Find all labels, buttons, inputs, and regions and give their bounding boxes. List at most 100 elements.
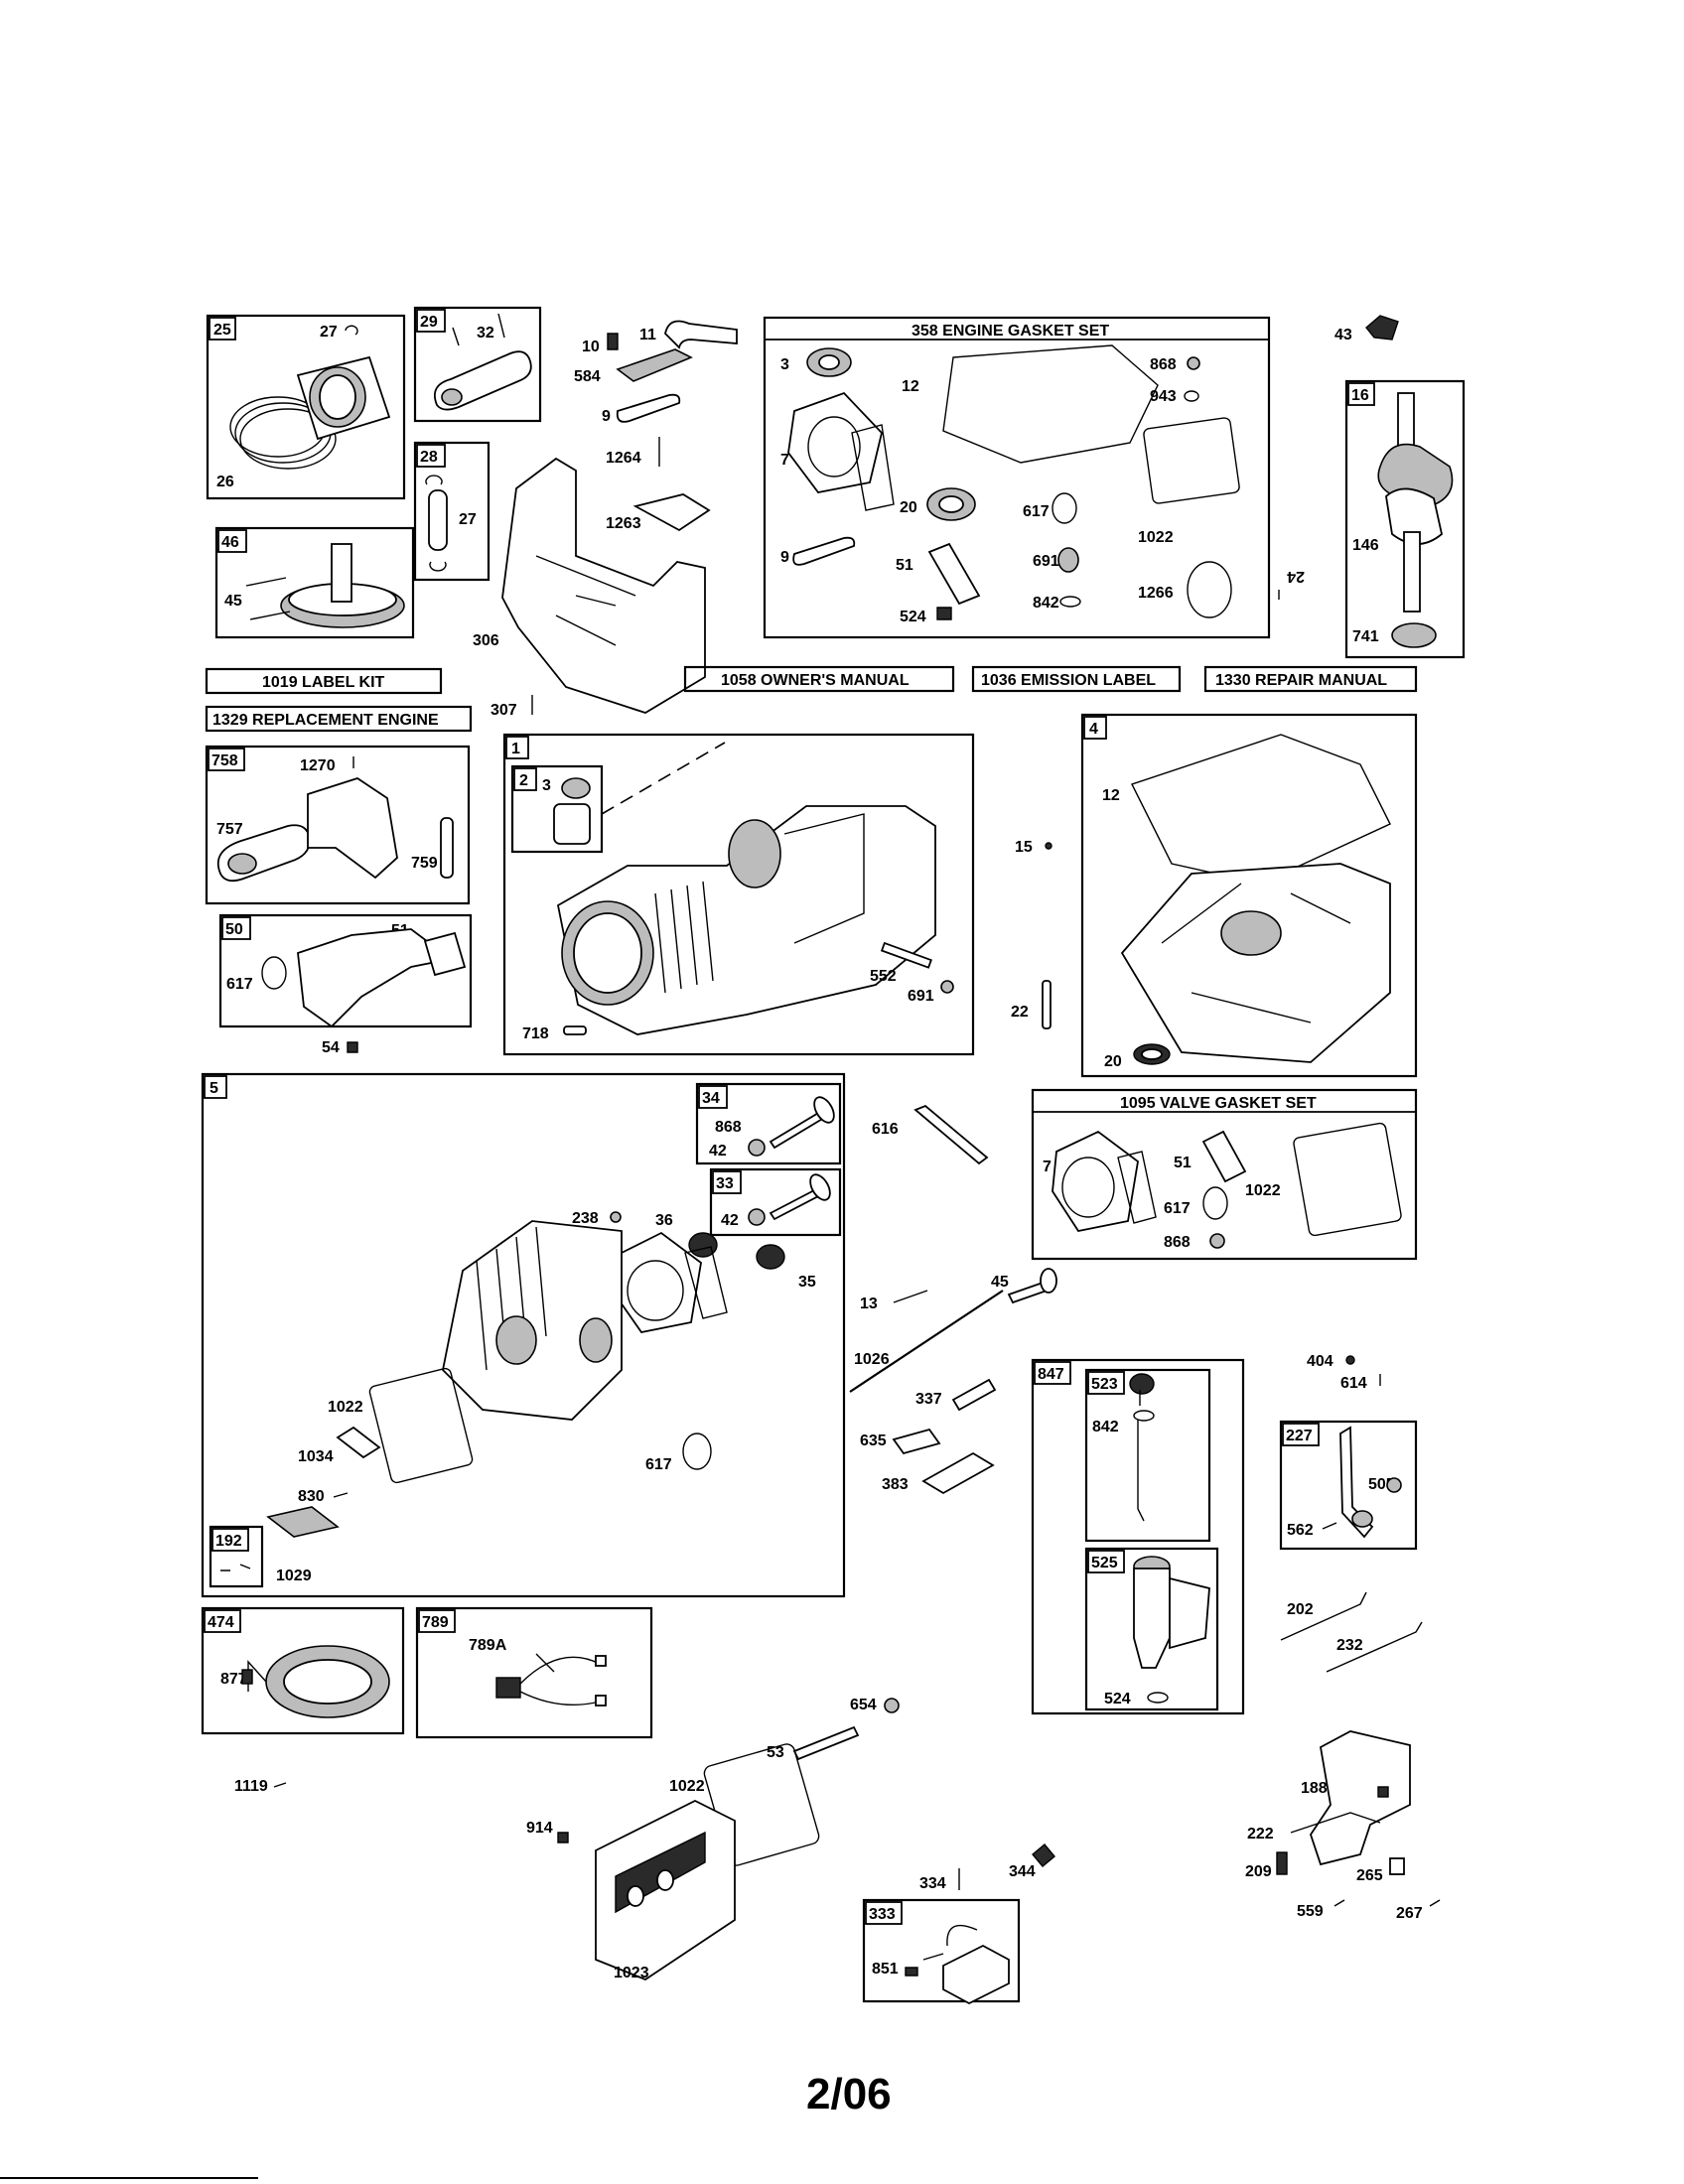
label-617-head: 617 xyxy=(645,1456,672,1473)
exhaust-valve-icon xyxy=(769,1096,835,1150)
label-15: 15 xyxy=(1015,839,1033,856)
label-42: 42 xyxy=(709,1143,727,1160)
box-474 xyxy=(201,1606,405,1735)
governor-link-icon xyxy=(1280,1591,1367,1641)
kit-1058 xyxy=(683,665,955,693)
label-13: 13 xyxy=(860,1296,878,1312)
crankcase-gasket-icon xyxy=(942,344,1159,464)
label-868: 868 xyxy=(1150,356,1177,373)
label-617: 617 xyxy=(1023,503,1050,520)
box-2-bearing xyxy=(510,764,604,854)
label-789A: 789A xyxy=(469,1637,507,1654)
label-552: 552 xyxy=(870,968,897,985)
spring-icon xyxy=(688,1232,785,1270)
label-584: 584 xyxy=(574,368,601,385)
label-9: 9 xyxy=(602,408,611,425)
stud-icon xyxy=(792,1725,860,1761)
label-209: 209 xyxy=(1245,1863,1272,1880)
label-232: 232 xyxy=(1336,1637,1363,1654)
label-27: 27 xyxy=(320,324,338,341)
label-1266: 1266 xyxy=(1138,585,1174,602)
cylinder-head-icon xyxy=(442,1220,623,1421)
box-789 xyxy=(415,1606,653,1739)
kit-1058-label: 1058 OWNER'S MANUAL xyxy=(721,672,910,689)
box-523 xyxy=(1084,1368,1211,1543)
label-757: 757 xyxy=(216,821,243,838)
breather-icon xyxy=(921,1451,995,1495)
armature-icon xyxy=(247,1645,390,1718)
box-34 xyxy=(695,1082,842,1165)
control-bracket-icon xyxy=(1290,1730,1411,1866)
label-830: 830 xyxy=(298,1488,325,1505)
label-51-set: 51 xyxy=(1174,1155,1192,1171)
label-524-fill: 524 xyxy=(1104,1691,1131,1707)
tag-28: 28 xyxy=(420,449,438,466)
label-1270: 1270 xyxy=(300,757,336,774)
kit-358-title: 358 ENGINE GASKET SET xyxy=(912,323,1109,340)
tag-33: 33 xyxy=(716,1175,734,1192)
kit-1019 xyxy=(205,667,443,695)
box-50 xyxy=(218,913,473,1028)
label-741: 741 xyxy=(1352,628,1379,645)
label-524: 524 xyxy=(900,609,926,625)
label-307: 307 xyxy=(491,702,517,719)
dipstick-rod-icon xyxy=(913,1104,989,1165)
piston-pin-icon xyxy=(425,475,448,572)
kit-1330 xyxy=(1203,665,1418,693)
tag-16: 16 xyxy=(1351,387,1369,404)
kit-1330-label: 1330 REPAIR MANUAL xyxy=(1215,672,1387,689)
label-24: 24 xyxy=(1287,568,1305,585)
label-617-set: 617 xyxy=(1164,1200,1191,1217)
label-1026: 1026 xyxy=(854,1351,890,1368)
piston-icon xyxy=(229,355,391,470)
breather-plate-icon xyxy=(336,1426,381,1459)
label-10: 10 xyxy=(582,339,600,355)
label-238: 238 xyxy=(572,1210,599,1227)
label-1022-cover: 1022 xyxy=(669,1778,705,1795)
label-1022-head: 1022 xyxy=(328,1399,363,1416)
head-gasket-icon xyxy=(613,1231,728,1333)
oil-fill-tube-icon xyxy=(1133,1556,1210,1669)
label-559: 559 xyxy=(1297,1903,1324,1920)
head-gasket-icon xyxy=(787,391,895,511)
breather-tube-icon xyxy=(664,320,738,349)
tag-1: 1 xyxy=(511,741,520,757)
kit-1329-label: 1329 REPLACEMENT ENGINE xyxy=(212,712,439,729)
label-12: 12 xyxy=(902,378,919,395)
label-54: 54 xyxy=(322,1039,340,1056)
tag-789: 789 xyxy=(422,1614,449,1631)
label-1022: 1022 xyxy=(1138,529,1174,546)
box-525 xyxy=(1084,1547,1219,1711)
label-306: 306 xyxy=(473,632,499,649)
box-227 xyxy=(1279,1420,1418,1551)
label-654: 654 xyxy=(850,1697,877,1713)
breather-cover-icon xyxy=(616,348,693,382)
label-842: 842 xyxy=(1033,595,1059,612)
label-562: 562 xyxy=(1287,1522,1314,1539)
seal-icon xyxy=(806,347,852,377)
kit-1019-label: 1019 LABEL KIT xyxy=(262,674,385,691)
label-35: 35 xyxy=(798,1274,816,1291)
wire-harness-icon xyxy=(495,1653,607,1706)
box-358-engine-gasket-set xyxy=(763,316,1271,639)
label-691: 691 xyxy=(1033,553,1059,570)
tag-474: 474 xyxy=(208,1614,234,1631)
label-337: 337 xyxy=(915,1391,942,1408)
rocker-gasket-icon xyxy=(368,1367,474,1484)
wire-clip-icon xyxy=(1365,315,1399,341)
kit-1095-title: 1095 VALVE GASKET SET xyxy=(1120,1095,1317,1112)
box-16 xyxy=(1344,379,1466,659)
box-28 xyxy=(413,441,491,582)
label-146: 146 xyxy=(1352,537,1379,554)
box-758 xyxy=(205,745,471,905)
box-25 xyxy=(206,314,406,500)
tag-46: 46 xyxy=(221,534,239,551)
page-number: 2/06 xyxy=(806,2070,892,2118)
label-759: 759 xyxy=(411,855,438,872)
label-1263: 1263 xyxy=(606,515,641,532)
valve-cover-gasket-icon xyxy=(1293,1122,1402,1237)
label-404: 404 xyxy=(1307,1353,1333,1370)
label-691-block: 691 xyxy=(908,988,934,1005)
box-333 xyxy=(862,1898,1021,2003)
intake-manifold-icon xyxy=(297,928,467,1028)
